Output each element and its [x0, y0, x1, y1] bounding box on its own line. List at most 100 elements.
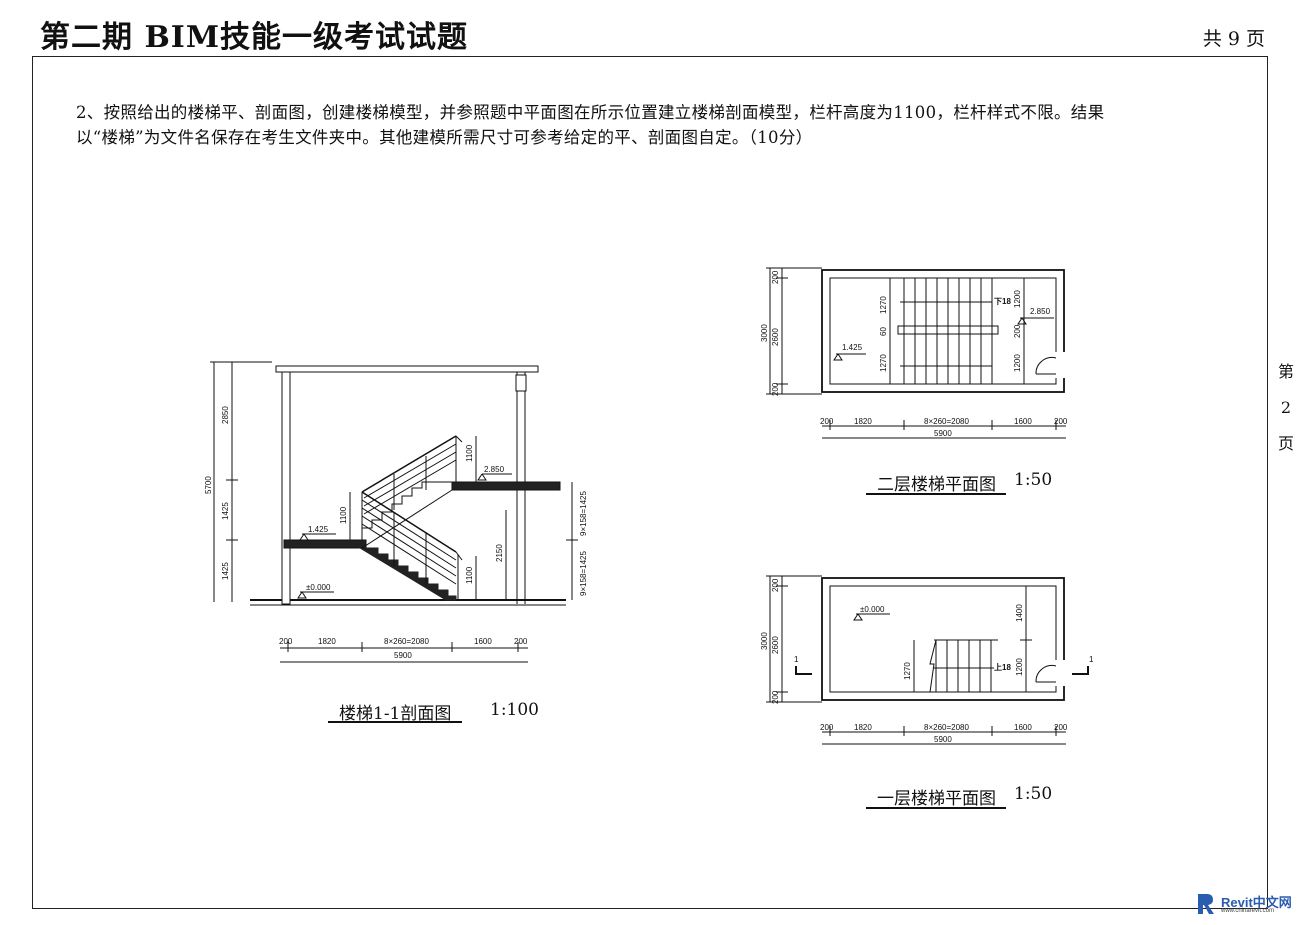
- plan-2f-text: 200 2600 200 3000 1270 60 1270 1200 200 …: [760, 270, 1068, 438]
- rail-mid: [363, 451, 457, 507]
- section-mark: [795, 666, 812, 675]
- drawing-frame: [32, 56, 1268, 909]
- dim-text: 2150: [495, 544, 504, 562]
- dim-text: 200: [820, 417, 834, 426]
- logo-url: www.chinarevit.com: [1221, 908, 1275, 914]
- dim-text: 1100: [339, 506, 348, 524]
- dim-text: 200: [771, 578, 780, 592]
- dim-text: 1820: [854, 417, 872, 426]
- handrail-upper: [455, 435, 463, 443]
- middle-landing: [283, 539, 367, 549]
- treads: [903, 278, 993, 384]
- plan-2f-drawing: [766, 267, 1068, 495]
- dim-text: 1200: [1013, 290, 1022, 308]
- section-mark: [1072, 666, 1089, 675]
- break-line: [929, 639, 937, 693]
- plan-1f-drawing: [766, 575, 1089, 809]
- dim-text: 8×260=2080: [384, 637, 429, 646]
- left-wall: [281, 371, 291, 605]
- dim-text: 200: [1054, 417, 1068, 426]
- dim-text: 1100: [465, 444, 474, 462]
- walk-arrow: [900, 334, 993, 367]
- dim-text: 5900: [934, 429, 952, 438]
- site-logo: Revit中文网 www.chinarevit.com: [1195, 890, 1301, 920]
- dim-text: 1600: [474, 637, 492, 646]
- revit-logo-icon: [1198, 894, 1214, 914]
- dim-text: 1200: [1013, 354, 1022, 372]
- dim-text: 2600: [771, 636, 780, 654]
- level-marker: [297, 591, 307, 599]
- dim-text: 2850: [221, 406, 230, 424]
- door-gap: [1050, 660, 1068, 686]
- side-page-char: 第: [1277, 362, 1294, 381]
- plan-2f-caption: 二层楼梯平面图: [877, 475, 996, 495]
- dim-text: 1820: [854, 723, 872, 732]
- section-mark-label: 1: [1089, 655, 1094, 664]
- level-marker: [833, 353, 843, 361]
- dim-text: 200: [771, 690, 780, 704]
- level-text: 1.425: [842, 343, 863, 352]
- dim-text: 200: [279, 637, 293, 646]
- upper-flight-steps: [361, 481, 452, 540]
- beam: [515, 374, 527, 392]
- dim-text: 3000: [760, 324, 769, 342]
- section-scale: 1:100: [490, 700, 539, 720]
- outer-wall: [821, 577, 1065, 701]
- walk-label: 上18: [994, 662, 1011, 672]
- dim-text: 200: [771, 382, 780, 396]
- page-title: 第二期 BIM技能一级考试试题: [40, 20, 469, 55]
- rail-mid: [361, 523, 457, 585]
- level-marker: [1017, 317, 1027, 325]
- plan-2f-scale: 1:50: [1014, 470, 1053, 490]
- dim-text: 1400: [1015, 604, 1024, 622]
- dim-text: 2600: [771, 328, 780, 346]
- level-text: ±0.000: [860, 605, 885, 614]
- section-caption: 楼梯1-1剖面图: [339, 704, 452, 724]
- plan-1f-caption: 一层楼梯平面图: [877, 789, 996, 809]
- walk-label: 下18: [994, 297, 1011, 306]
- dim-text: 8×260=2080: [924, 723, 969, 732]
- roof-slab: [275, 365, 539, 373]
- section-text: 2850 1425 1425 5700 1100 1100 1100 2150 …: [204, 406, 588, 660]
- handrail-lower: [361, 491, 457, 553]
- treads: [935, 640, 992, 692]
- section-mark-label: 1: [794, 655, 799, 664]
- upper-flight-soffit: [361, 489, 453, 549]
- rail-mid: [363, 443, 457, 499]
- upper-landing: [451, 481, 561, 491]
- dim-text: 9×158=1425: [579, 551, 588, 596]
- level-text: 1.425: [308, 525, 329, 534]
- rail-mid: [361, 507, 457, 569]
- plan-1f-scale: 1:50: [1014, 784, 1053, 804]
- level-marker: [853, 613, 863, 621]
- dim-text: 1100: [465, 566, 474, 584]
- section-drawing: [210, 361, 578, 723]
- lower-flight: [358, 547, 457, 601]
- level-marker: [477, 473, 487, 481]
- inner-wall: [829, 277, 1057, 385]
- dim-text: 5700: [204, 476, 213, 494]
- dim-text: 200: [1054, 723, 1068, 732]
- door-swing: [1035, 357, 1057, 375]
- dim-text: 1270: [903, 662, 912, 680]
- dim-text: 1820: [318, 637, 336, 646]
- door-gap: [1050, 352, 1068, 378]
- dim-text: 200: [1013, 324, 1022, 338]
- door-swing: [1035, 665, 1057, 683]
- question-line-1: 2、按照给出的楼梯平、剖面图，创建楼梯模型，并参照题中平面图在所示位置建立楼梯剖…: [76, 103, 1105, 122]
- stair-well-rail: [897, 325, 999, 335]
- dim-text: 200: [514, 637, 528, 646]
- dim-text: 200: [820, 723, 834, 732]
- dim-text: 1200: [1015, 658, 1024, 676]
- inner-wall: [829, 585, 1057, 693]
- rail-mid: [361, 515, 457, 577]
- dim-text: 5900: [394, 651, 412, 660]
- plan-1f-text: 200 2600 200 3000 1270 1400 1200 ±0.000 …: [760, 578, 1094, 744]
- side-page-char: 2: [1280, 398, 1292, 417]
- dim-text: 1600: [1014, 723, 1032, 732]
- side-page-char: 页: [1277, 434, 1294, 453]
- dim-text: 9×158=1425: [579, 491, 588, 536]
- level-marker: [299, 533, 309, 541]
- level-text: 2.850: [1030, 307, 1051, 316]
- dim-text: 1425: [221, 562, 230, 580]
